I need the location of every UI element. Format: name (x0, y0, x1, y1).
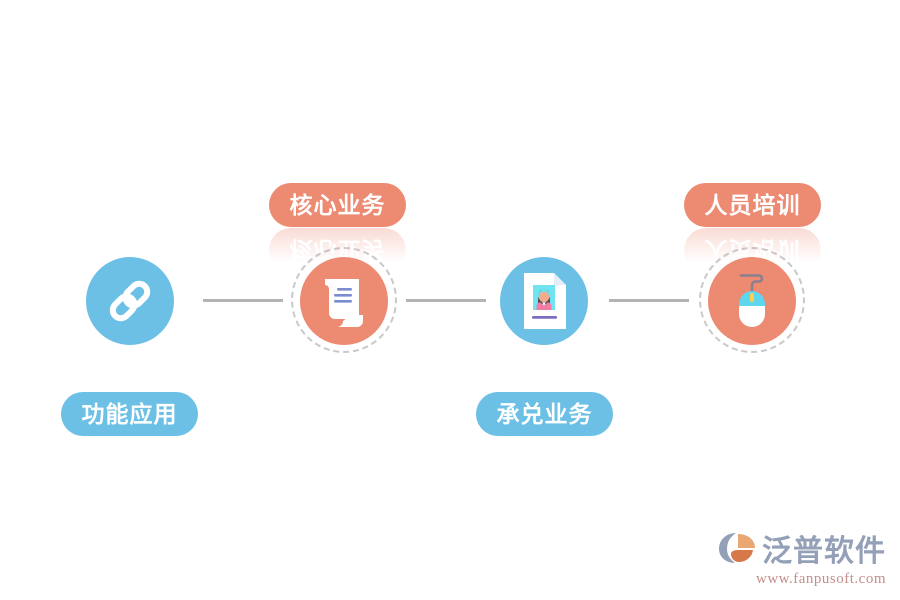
id-card-icon (524, 273, 566, 329)
label-functional-application[interactable]: 功能应用 (61, 392, 198, 436)
scroll-document-icon (325, 279, 363, 327)
node-dashed-ring-2 (291, 247, 397, 353)
label-acceptance-business[interactable]: 承兑业务 (476, 392, 613, 436)
connector-line-3 (609, 299, 689, 302)
node-circle-staff-training[interactable] (708, 257, 796, 345)
node-circle-functional-application[interactable] (86, 257, 174, 345)
label-core-business[interactable]: 核心业务 (269, 183, 406, 227)
node-circle-core-business[interactable] (300, 257, 388, 345)
connector-line-1 (203, 299, 283, 302)
watermark-url: www.fanpusoft.com (755, 571, 886, 587)
label-staff-training[interactable]: 人员培训 (684, 183, 821, 227)
watermark: 泛普软件 www.fanpusoft.com (718, 526, 886, 588)
computer-mouse-icon (739, 274, 765, 327)
fanpu-swoosh-logo-icon (719, 533, 755, 563)
connector-line-2 (406, 299, 486, 302)
chain-link-icon (109, 280, 151, 322)
watermark-brand-row: 泛普软件 (718, 526, 886, 570)
watermark-brand-name: 泛普软件 (762, 534, 886, 569)
node-circle-acceptance-business[interactable] (500, 257, 588, 345)
node-dashed-ring-4 (699, 247, 805, 353)
